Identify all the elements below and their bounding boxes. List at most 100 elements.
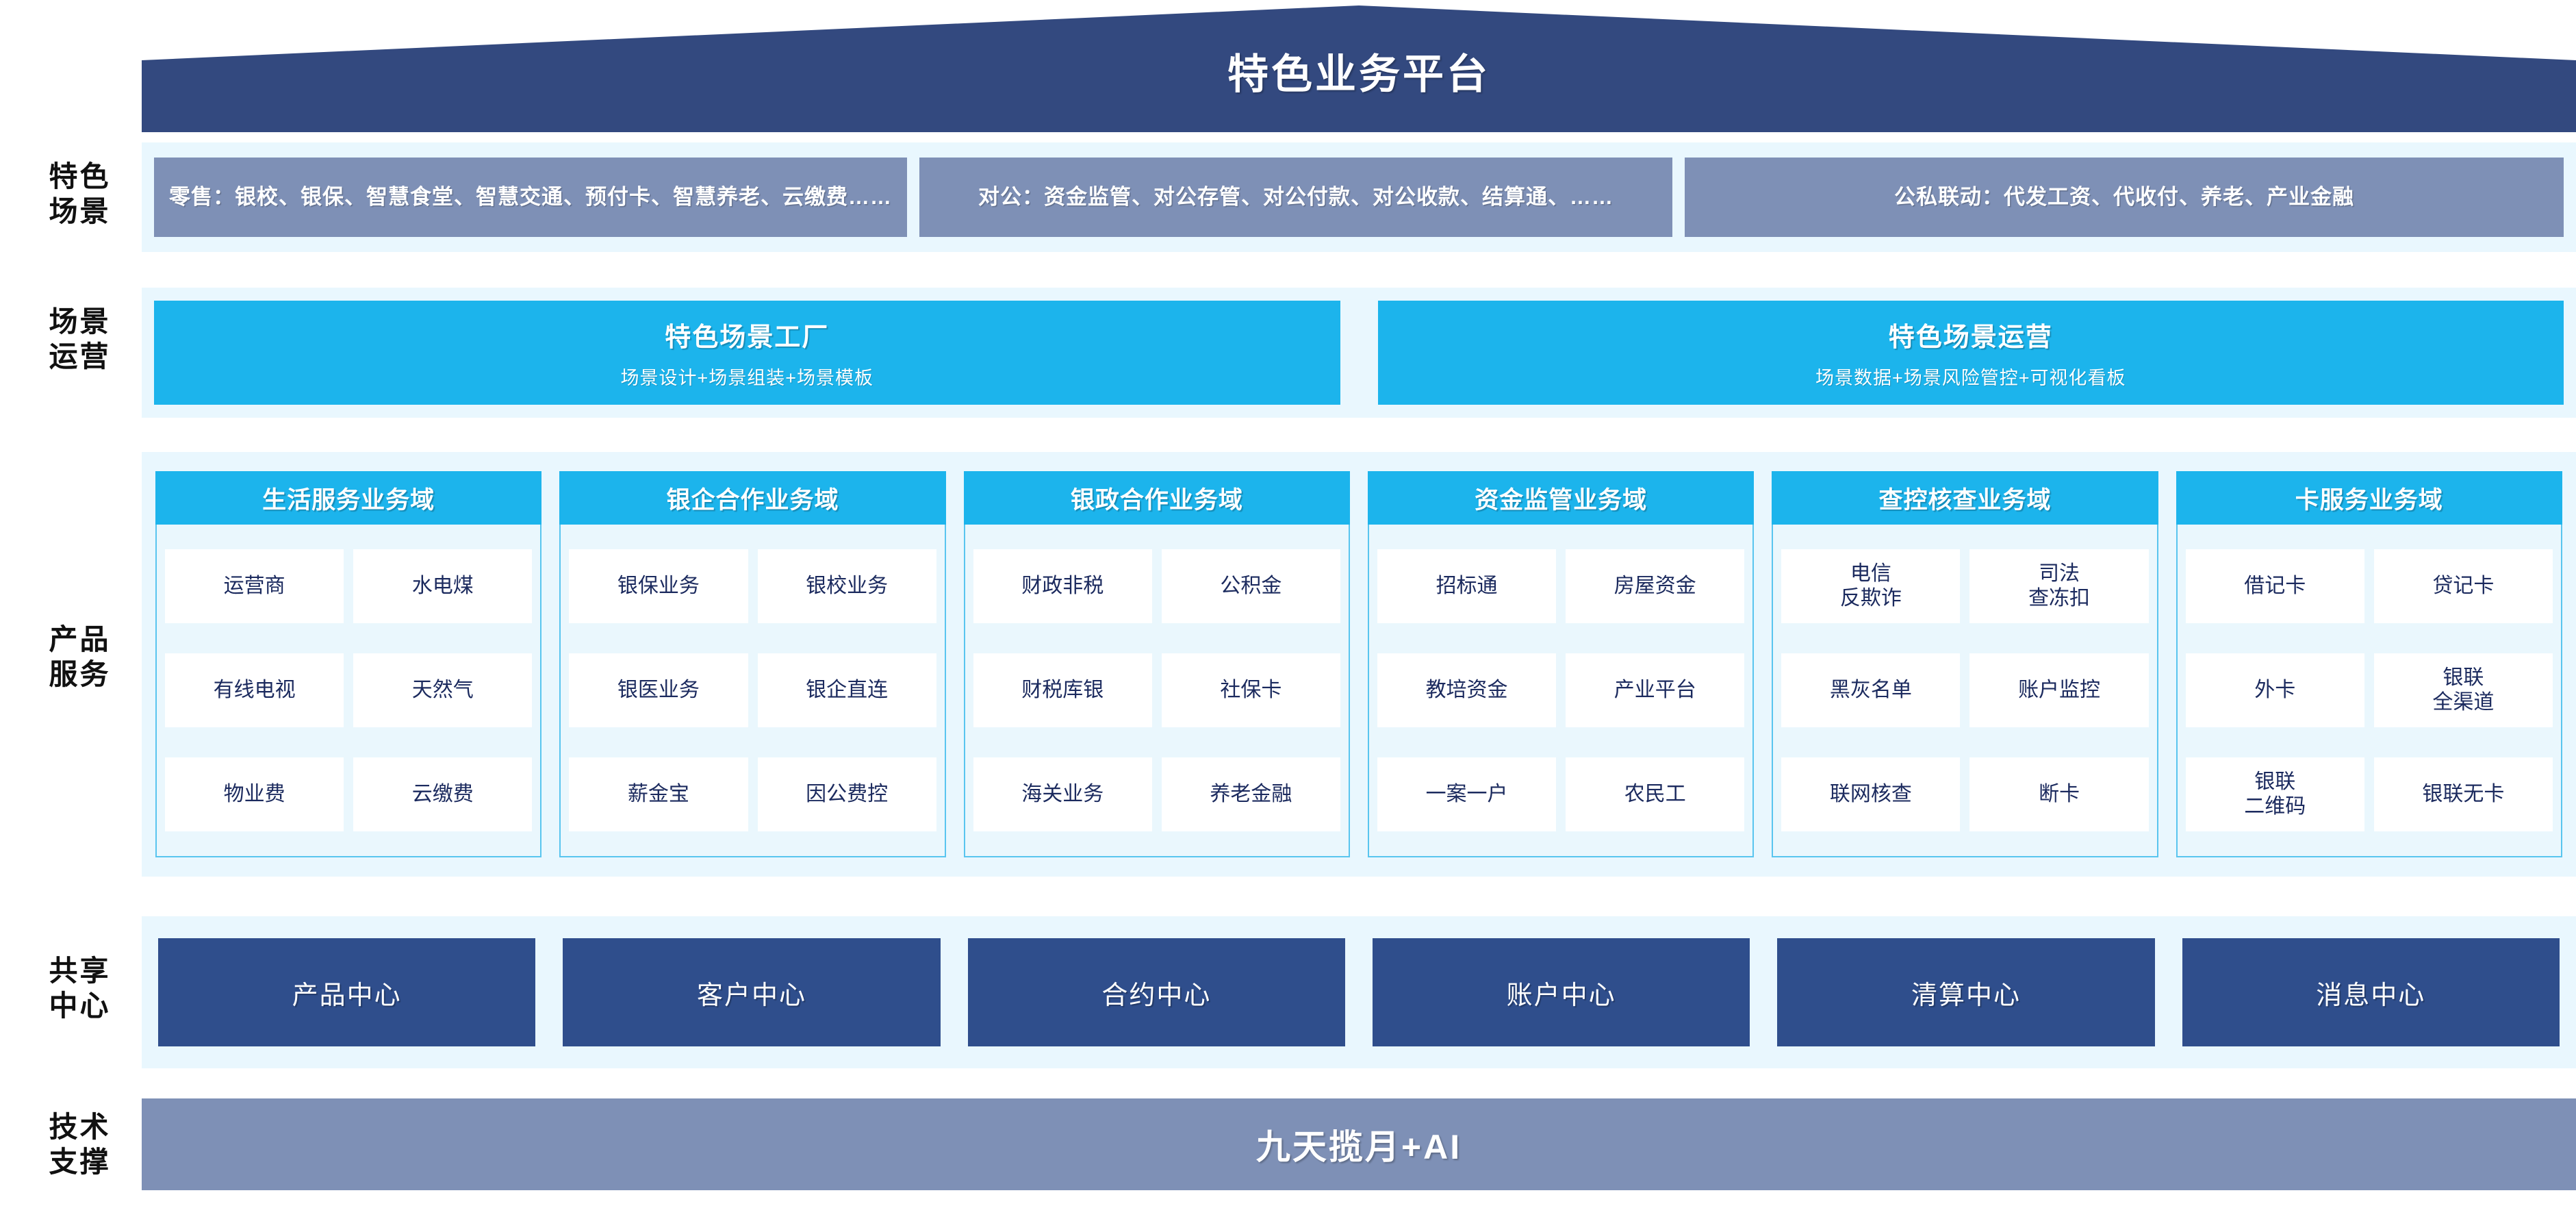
product-cell[interactable]: 有线电视 (165, 653, 344, 727)
scene-operation-band: 特色场景工厂 场景设计+场景组装+场景模板 特色场景运营 场景数据+场景风险管控… (142, 288, 2576, 418)
domain-row: 运营商 水电煤 (165, 549, 533, 623)
product-cell[interactable]: 银企直连 (757, 653, 936, 727)
scene-box-public-private[interactable]: 公私联动：代发工资、代收付、养老、产业金融 (1685, 158, 2564, 237)
ops-subtitle: 场景数据+场景风险管控+可视化看板 (1815, 368, 2126, 388)
domain-row: 银联 二维码 银联无卡 (2185, 757, 2553, 831)
domain-row: 外卡 银联 全渠道 (2185, 653, 2553, 727)
tech-support-label: 九天揽月+AI (1255, 1128, 1462, 1166)
domain-card-service: 卡服务业务域 借记卡 贷记卡 外卡 银联 全渠道 银联 二维码 银联无卡 (2176, 471, 2562, 857)
product-cell[interactable]: 银联无卡 (2373, 757, 2553, 831)
product-cell[interactable]: 贷记卡 (2373, 549, 2553, 623)
product-cell[interactable]: 房屋资金 (1566, 549, 1745, 623)
product-cell[interactable]: 养老金融 (1161, 757, 1340, 831)
roof-shape-icon (142, 5, 2576, 132)
domain-row: 借记卡 贷记卡 (2185, 549, 2553, 623)
rail-text: 技术 支撑 (49, 1111, 111, 1179)
platform-roof-banner: 特色业务平台 (142, 5, 2576, 132)
product-cell[interactable]: 银保业务 (569, 549, 748, 623)
product-cell[interactable]: 财税库银 (973, 653, 1152, 727)
ops-title: 特色场景工厂 (665, 323, 830, 352)
domain-cells: 财政非税 公积金 财税库银 社保卡 海关业务 养老金融 (963, 525, 1350, 857)
rail-text: 特色 场景 (49, 160, 111, 228)
domain-cells: 电信 反欺诈 司法 查冻扣 黑灰名单 账户监控 联网核查 断卡 (1772, 525, 2158, 857)
product-cell[interactable]: 水电煤 (353, 549, 533, 623)
shared-center-account[interactable]: 账户中心 (1372, 938, 1750, 1046)
product-cell[interactable]: 因公费控 (757, 757, 936, 831)
ops-subtitle: 场景设计+场景组装+场景模板 (620, 368, 874, 388)
domain-row: 有线电视 天然气 (165, 653, 533, 727)
special-scenes-band: 零售：银校、银保、智慧食堂、智慧交通、预付卡、智慧养老、云缴费…… 对公：资金监… (142, 142, 2576, 252)
domain-life-service: 生活服务业务域 运营商 水电煤 有线电视 天然气 物业费 云缴费 (155, 471, 542, 857)
domain-cells: 运营商 水电煤 有线电视 天然气 物业费 云缴费 (155, 525, 542, 857)
shared-center-customer[interactable]: 客户中心 (563, 938, 941, 1046)
product-cell[interactable]: 物业费 (165, 757, 344, 831)
scene-box-corporate[interactable]: 对公：资金监管、对公存管、对公付款、对公收款、结算通、…… (919, 158, 1672, 237)
product-cell[interactable]: 外卡 (2185, 653, 2364, 727)
product-cell[interactable]: 天然气 (353, 653, 533, 727)
ops-title: 特色场景运营 (1888, 323, 2053, 352)
rail-label-scene-operation: 场景 运营 (16, 304, 143, 374)
product-cell[interactable]: 财政非税 (973, 549, 1152, 623)
ops-box-scene-operation[interactable]: 特色场景运营 场景数据+场景风险管控+可视化看板 (1377, 301, 2564, 405)
product-cell[interactable]: 一案一户 (1377, 757, 1557, 831)
page-title: 特色业务平台 (1227, 51, 1490, 97)
ops-box-scene-factory[interactable]: 特色场景工厂 场景设计+场景组装+场景模板 (154, 301, 1340, 405)
product-service-band: 生活服务业务域 运营商 水电煤 有线电视 天然气 物业费 云缴费 银企合作业务域 (142, 452, 2576, 877)
product-cell[interactable]: 银联 全渠道 (2373, 653, 2553, 727)
product-cell[interactable]: 薪金宝 (569, 757, 748, 831)
rail-label-tech-support: 技术 支撑 (16, 1109, 143, 1179)
rail-label-special-scenes: 特色 场景 (16, 159, 143, 229)
product-cell[interactable]: 银校业务 (757, 549, 936, 623)
product-cell[interactable]: 银医业务 (569, 653, 748, 727)
product-cell[interactable]: 借记卡 (2185, 549, 2364, 623)
product-cell[interactable]: 账户监控 (1969, 653, 2149, 727)
domain-row: 海关业务 养老金融 (973, 757, 1340, 831)
domain-row: 银医业务 银企直连 (569, 653, 936, 727)
shared-center-product[interactable]: 产品中心 (158, 938, 536, 1046)
product-cell[interactable]: 社保卡 (1161, 653, 1340, 727)
product-cell[interactable]: 农民工 (1566, 757, 1745, 831)
domain-row: 物业费 云缴费 (165, 757, 533, 831)
product-cell[interactable]: 运营商 (165, 549, 344, 623)
product-cell[interactable]: 电信 反欺诈 (1781, 549, 1961, 623)
domain-title: 银政合作业务域 (963, 471, 1350, 525)
domain-cells: 招标通 房屋资金 教培资金 产业平台 一案一户 农民工 (1367, 525, 1755, 857)
domain-row: 财政非税 公积金 (973, 549, 1340, 623)
rail-label-shared-center: 共享 中心 (16, 953, 143, 1023)
product-cell[interactable]: 海关业务 (973, 757, 1152, 831)
shared-center-message[interactable]: 消息中心 (2182, 938, 2560, 1046)
domain-title: 银企合作业务域 (559, 471, 946, 525)
product-cell[interactable]: 断卡 (1969, 757, 2149, 831)
shared-center-clearing[interactable]: 清算中心 (1777, 938, 2155, 1046)
domain-row: 联网核查 断卡 (1781, 757, 2149, 831)
tech-support-band: 九天揽月+AI (142, 1098, 2576, 1190)
product-cell[interactable]: 云缴费 (353, 757, 533, 831)
shared-center-contract[interactable]: 合约中心 (967, 938, 1345, 1046)
domain-row: 电信 反欺诈 司法 查冻扣 (1781, 549, 2149, 623)
scene-box-retail[interactable]: 零售：银校、银保、智慧食堂、智慧交通、预付卡、智慧养老、云缴费…… (154, 158, 907, 237)
shared-center-band: 产品中心 客户中心 合约中心 账户中心 清算中心 消息中心 (142, 916, 2576, 1068)
product-cell[interactable]: 公积金 (1161, 549, 1340, 623)
product-cell[interactable]: 招标通 (1377, 549, 1557, 623)
domain-row: 一案一户 农民工 (1377, 757, 1745, 831)
product-cell[interactable]: 银联 二维码 (2185, 757, 2364, 831)
domain-row: 财税库银 社保卡 (973, 653, 1340, 727)
product-cell[interactable]: 产业平台 (1566, 653, 1745, 727)
domain-row: 银保业务 银校业务 (569, 549, 936, 623)
domain-bank-government: 银政合作业务域 财政非税 公积金 财税库银 社保卡 海关业务 养老金融 (963, 471, 1350, 857)
product-cell[interactable]: 教培资金 (1377, 653, 1557, 727)
domain-title: 查控核查业务域 (1772, 471, 2158, 525)
domain-bank-enterprise: 银企合作业务域 银保业务 银校业务 银医业务 银企直连 薪金宝 因公费控 (559, 471, 946, 857)
domain-cells: 借记卡 贷记卡 外卡 银联 全渠道 银联 二维码 银联无卡 (2176, 525, 2562, 857)
product-cell[interactable]: 司法 查冻扣 (1969, 549, 2149, 623)
product-cell[interactable]: 黑灰名单 (1781, 653, 1961, 727)
product-cell[interactable]: 联网核查 (1781, 757, 1961, 831)
domain-row: 薪金宝 因公费控 (569, 757, 936, 831)
domain-investigation-control: 查控核查业务域 电信 反欺诈 司法 查冻扣 黑灰名单 账户监控 联网核查 断卡 (1772, 471, 2158, 857)
domain-cells: 银保业务 银校业务 银医业务 银企直连 薪金宝 因公费控 (559, 525, 946, 857)
rail-text: 场景 运营 (49, 305, 111, 373)
domain-row: 招标通 房屋资金 (1377, 549, 1745, 623)
rail-text: 产品 服务 (49, 623, 111, 691)
rail-text: 共享 中心 (49, 955, 111, 1022)
